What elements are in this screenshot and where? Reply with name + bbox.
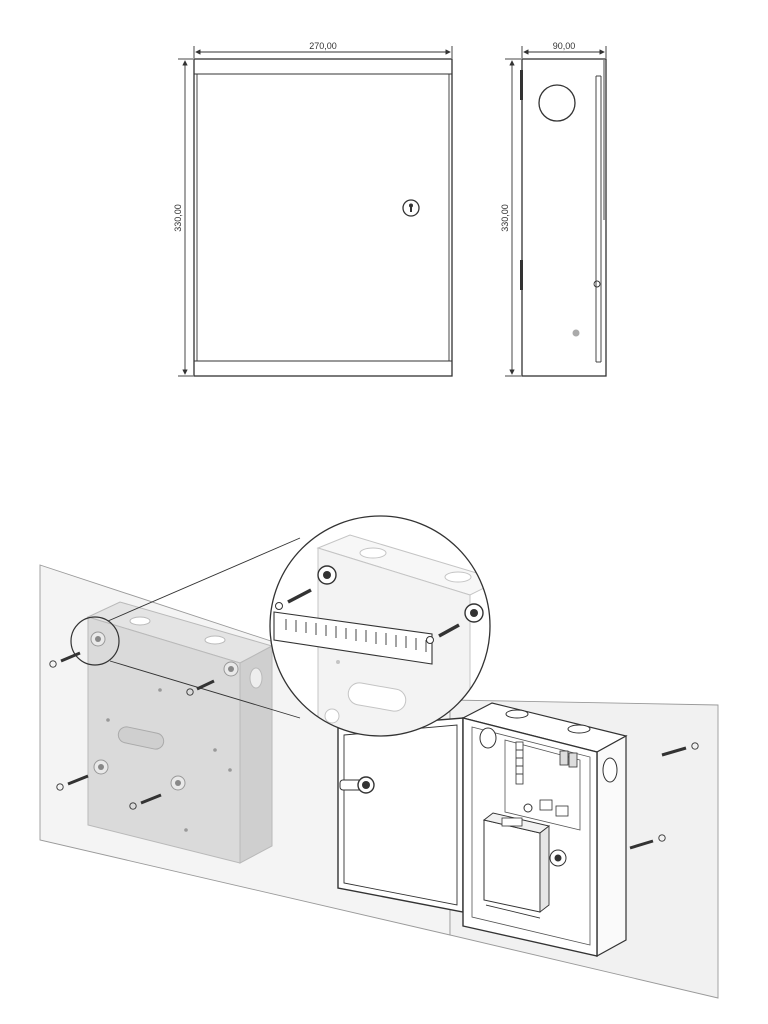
front-height-label: 330,00: [173, 204, 183, 232]
open-enclosure: [461, 702, 628, 958]
wall-screws-right: [629, 742, 699, 850]
front-width-dimension: 270,00: [193, 41, 453, 58]
front-view: 270,00 330,00: [173, 41, 453, 377]
side-width-label: 90,00: [553, 41, 576, 51]
side-width-dimension: 90,00: [521, 41, 607, 58]
front-width-label: 270,00: [309, 41, 337, 51]
wall-screws-left: [49, 651, 215, 810]
key-lock-icon: [402, 199, 420, 217]
magnified-detail-view: [269, 515, 491, 737]
front-height-dimension: 330,00: [173, 58, 193, 377]
side-view: 90,00 330,00: [500, 41, 607, 377]
side-height-label: 330,00: [500, 204, 510, 232]
detail-marker-circle: [70, 616, 120, 666]
side-height-dimension: 330,00: [500, 58, 521, 377]
enclosure-door: [337, 717, 464, 913]
cable-knockout-hole: [538, 84, 576, 122]
ghost-mounting-box: [86, 601, 274, 864]
